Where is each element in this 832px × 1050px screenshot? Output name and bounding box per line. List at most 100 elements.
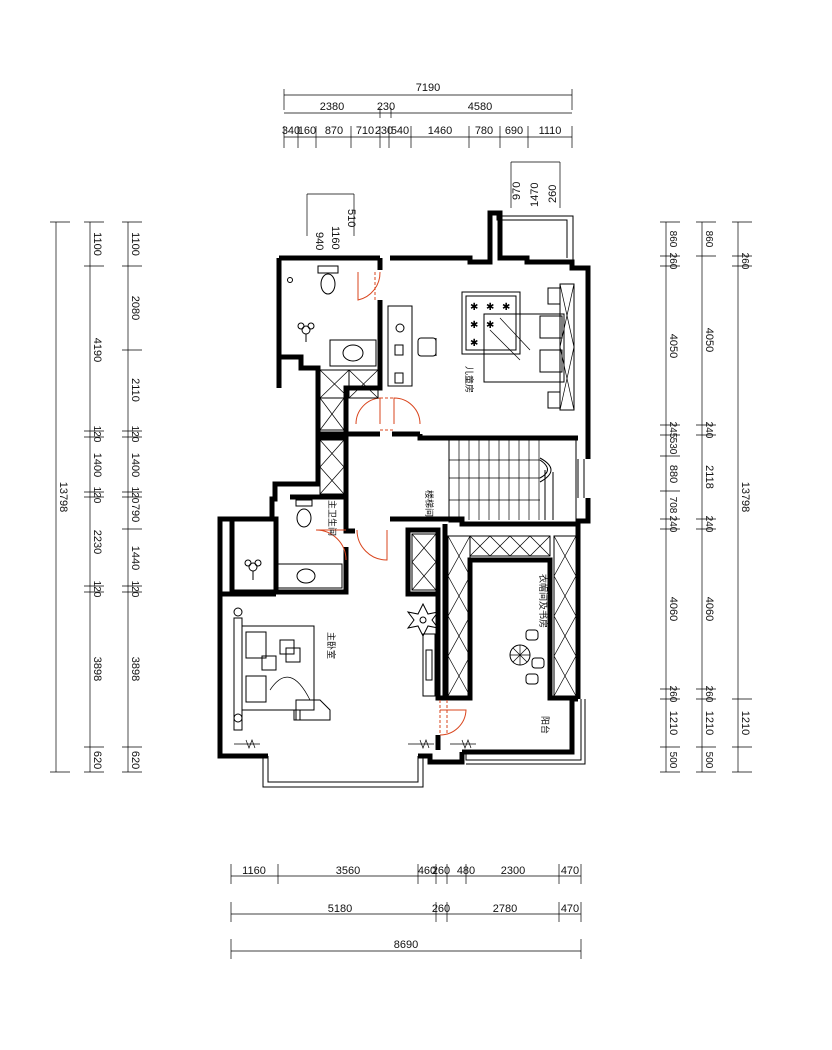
dim-bottom-2-4: 470 xyxy=(561,903,579,915)
dim-left-outer-9: 620 xyxy=(91,751,103,769)
dim-left-inner-2: 2080 xyxy=(129,296,141,320)
room-label-master-bedroom: 主卧室 xyxy=(325,632,337,659)
dim-bottom-1-6: 2300 xyxy=(501,865,525,877)
dim-right-inner-9: 4060 xyxy=(667,597,679,621)
top-right-stack: 970 1470 260 xyxy=(510,161,561,208)
svg-text:✱: ✱ xyxy=(486,302,494,313)
dim-left-outer-4: 1400 xyxy=(91,453,103,477)
wardrobe-children xyxy=(547,283,575,411)
dim-top-total: 7190 xyxy=(416,82,440,94)
dim-right-outer-9: 500 xyxy=(703,752,714,769)
dim-right-inner-4: 245 xyxy=(667,422,678,439)
dim-right-outer-6: 4060 xyxy=(703,597,715,621)
dim-left-outer-1: 1100 xyxy=(91,232,103,256)
dim-right-inner-11: 1210 xyxy=(667,711,679,735)
dim-left-total: 13798 xyxy=(57,482,69,513)
dim-right-outer-8: 1210 xyxy=(703,711,715,735)
dim-right-inner-10: 260 xyxy=(667,686,678,703)
bed-master xyxy=(233,607,331,731)
dim-top-detail-9: 690 xyxy=(505,125,523,137)
svg-text:✱: ✱ xyxy=(502,302,510,313)
dim-bottom-2-3: 2780 xyxy=(493,903,517,915)
dim-left-inner-11: 620 xyxy=(129,751,141,769)
bed-children: ✱ ✱ ✱ ✱ ✱ ✱ xyxy=(461,291,565,383)
dim-bottom-1-3: 460 xyxy=(418,865,436,877)
dim-left-outer-3: 120 xyxy=(91,426,102,443)
wardrobe-center xyxy=(411,533,437,591)
dim-top-detail-4: 710 xyxy=(356,125,374,137)
dim-bottom-1-2: 3560 xyxy=(336,865,360,877)
svg-text:✱: ✱ xyxy=(486,320,494,331)
curtains xyxy=(234,739,476,749)
dim-right-outer-3: 240 xyxy=(703,422,714,439)
dim-right-inner-12: 500 xyxy=(667,752,678,769)
dim-right-outer-1: 860 xyxy=(703,231,714,248)
dim-left-stack-3: 510 xyxy=(345,209,357,227)
plant-icon-master xyxy=(244,559,262,580)
dim-left-stack-2: 1160 xyxy=(329,226,341,250)
dim-top-detail-1: 340 xyxy=(282,125,300,137)
dim-right-inner-1: 860 xyxy=(667,231,678,248)
dim-right-marker: 260 xyxy=(739,253,750,270)
stairwell xyxy=(448,439,577,523)
dim-right-inner-6: 880 xyxy=(667,465,679,483)
plant-icon xyxy=(297,322,315,342)
dim-top-mid-3: 4580 xyxy=(468,101,492,113)
dim-right-total: 13798 xyxy=(739,482,751,513)
tv-cabinet xyxy=(422,633,436,697)
dim-left-inner-3: 2110 xyxy=(129,378,141,402)
svg-text:✱: ✱ xyxy=(470,302,478,313)
dim-left-inner-7: 790 xyxy=(129,504,141,522)
sink-counter xyxy=(329,339,377,367)
dim-right-outer-2: 4050 xyxy=(703,328,715,352)
dim-top-detail-5: 230 xyxy=(375,125,393,137)
dim-right-inner-2: 260 xyxy=(667,253,678,270)
windows xyxy=(262,213,586,788)
bottom-dimensions: 1160 3560 460 260 480 2300 470 5180 260 … xyxy=(230,864,582,959)
room-label-master-bath: 主卫生间 xyxy=(326,500,338,536)
dim-left-inner-9: 120 xyxy=(129,581,140,598)
dim-right-inner-7: 708 xyxy=(667,497,678,514)
dim-right-outer-5: 240 xyxy=(703,516,714,533)
dim-right-inner-5: 530 xyxy=(667,438,678,455)
dim-bottom-1-4: 260 xyxy=(432,865,450,877)
room-label-stairwell: 楼梯间 xyxy=(423,490,435,517)
closet-shelves xyxy=(447,535,577,697)
cabinet-upper-left xyxy=(319,369,379,399)
dim-top-detail-8: 780 xyxy=(475,125,493,137)
dim-top-detail-7: 1460 xyxy=(428,125,452,137)
desk xyxy=(387,305,437,387)
room-label-balcony: 阳台 xyxy=(539,716,551,734)
toilet-icon xyxy=(317,265,339,295)
svg-text:✱: ✱ xyxy=(470,320,478,331)
dim-bottom-2-2: 260 xyxy=(432,903,450,915)
dim-top-detail-6: 540 xyxy=(391,125,409,137)
dim-top-detail-3: 870 xyxy=(325,125,343,137)
room-label-children: 儿童房 xyxy=(463,366,475,393)
dim-left-outer-5: 120 xyxy=(91,487,102,504)
doors xyxy=(315,271,467,736)
right-dimensions: 860 260 4050 245 530 880 708 240 4060 26… xyxy=(660,221,752,773)
toilet-icon-master xyxy=(295,499,313,528)
dim-left-inner-5: 1400 xyxy=(129,453,141,477)
dim-left-stack-1: 940 xyxy=(313,232,325,250)
left-dimensions: 13798 1100 4190 120 1400 120 2230 120 38… xyxy=(50,221,142,773)
dim-right-outer-7: 260 xyxy=(703,686,714,703)
dim-right-stack-1: 970 xyxy=(511,182,523,200)
dim-right-inner-3: 4050 xyxy=(667,334,679,358)
furniture: ✱ ✱ ✱ ✱ ✱ ✱ 儿童房 楼梯间 主卫生间 xyxy=(233,265,577,749)
dim-left-outer-6: 2230 xyxy=(91,530,103,554)
dim-bottom-1-7: 470 xyxy=(561,865,579,877)
flower-icon xyxy=(406,602,440,638)
round-table-icon xyxy=(509,629,545,685)
dim-left-inner-6: 120 xyxy=(129,487,140,504)
sink-counter-master xyxy=(277,563,343,589)
cabinet-left-column xyxy=(319,397,345,495)
dim-left-inner-4: 120 xyxy=(129,426,140,443)
dim-right-stack-3: 260 xyxy=(547,185,559,203)
dim-left-inner-1: 1100 xyxy=(129,232,141,256)
dim-top-mid-2: 230 xyxy=(377,101,395,113)
dim-bottom-total: 8690 xyxy=(394,939,418,951)
svg-text:✱: ✱ xyxy=(470,338,478,349)
